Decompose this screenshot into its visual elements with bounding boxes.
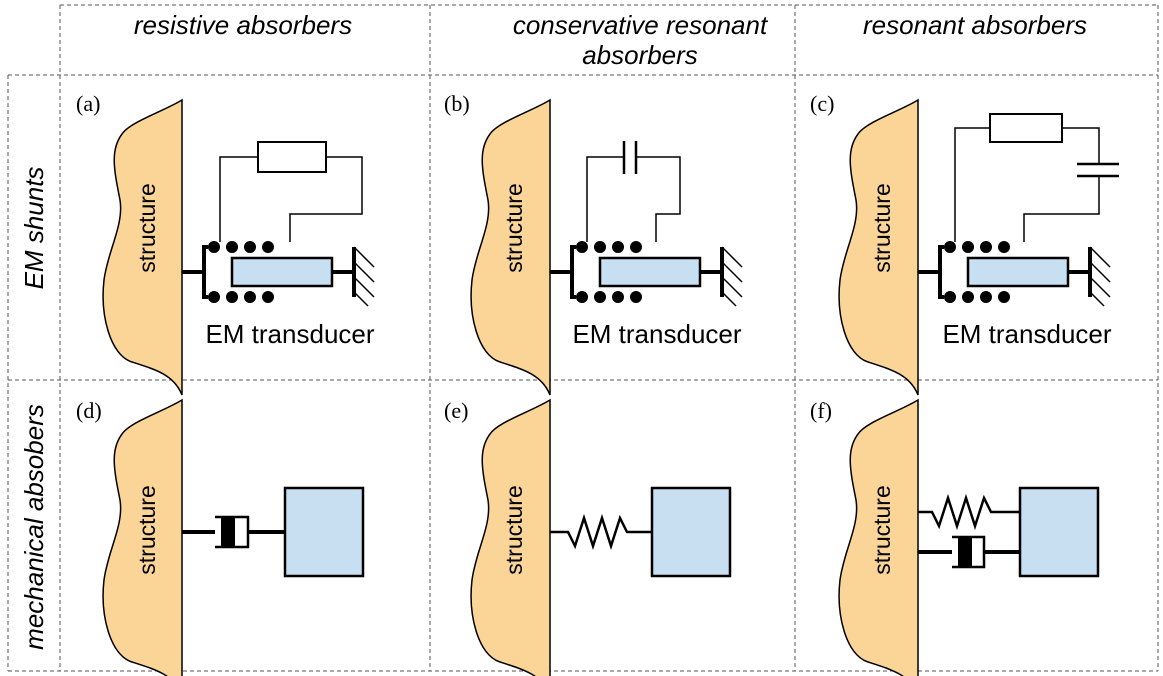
structure-label-c: structure — [869, 183, 895, 272]
structure-label-e: structure — [501, 485, 527, 574]
spring-e — [550, 513, 652, 551]
panel-label-e: (e) — [444, 398, 468, 423]
transducer-label-c: EM transducer — [942, 319, 1111, 349]
em-transducer-b — [548, 239, 744, 308]
spring-f — [918, 493, 1020, 531]
structure-label-d: structure — [134, 485, 160, 574]
structure-label-f: structure — [869, 485, 895, 574]
transducer-label-a: EM transducer — [205, 319, 374, 349]
row-header-em-shunts: EM shunts — [19, 167, 49, 290]
em-transducer-a — [180, 239, 376, 308]
damper-f — [918, 535, 1020, 569]
structure-label-b: structure — [501, 183, 527, 272]
panel-e: (e) structure — [444, 398, 732, 676]
grid-lines — [7, 4, 1159, 672]
transducer-label-b: EM transducer — [572, 319, 741, 349]
column-header-conservative-line1: conservative resonant — [513, 10, 769, 40]
column-header-resistive: resistive absorbers — [134, 10, 352, 40]
panel-b: (b) structure EM transducer — [444, 91, 744, 396]
column-header-conservative-line2: absorbers — [582, 40, 698, 70]
mass-f — [1018, 486, 1100, 578]
panel-f: (f) structure — [810, 398, 1100, 676]
damper-d — [182, 515, 285, 549]
panel-a: (a) structure EM transducer — [76, 91, 376, 396]
column-header-resonant: resonant absorbers — [863, 10, 1087, 40]
panel-label-a: (a) — [76, 91, 100, 116]
panel-label-f: (f) — [810, 398, 832, 423]
panel-label-d: (d) — [76, 398, 102, 423]
em-transducer-c — [916, 239, 1112, 308]
mass-e — [650, 486, 732, 578]
panel-c: (c) structure EM transducer — [810, 91, 1119, 396]
panel-d: (d) structure — [76, 398, 365, 676]
panel-label-c: (c) — [810, 91, 834, 116]
mass-d — [283, 486, 365, 578]
structure-label-a: structure — [134, 183, 160, 272]
row-header-mechanical: mechanical absobers — [19, 404, 49, 650]
panel-label-b: (b) — [444, 91, 470, 116]
